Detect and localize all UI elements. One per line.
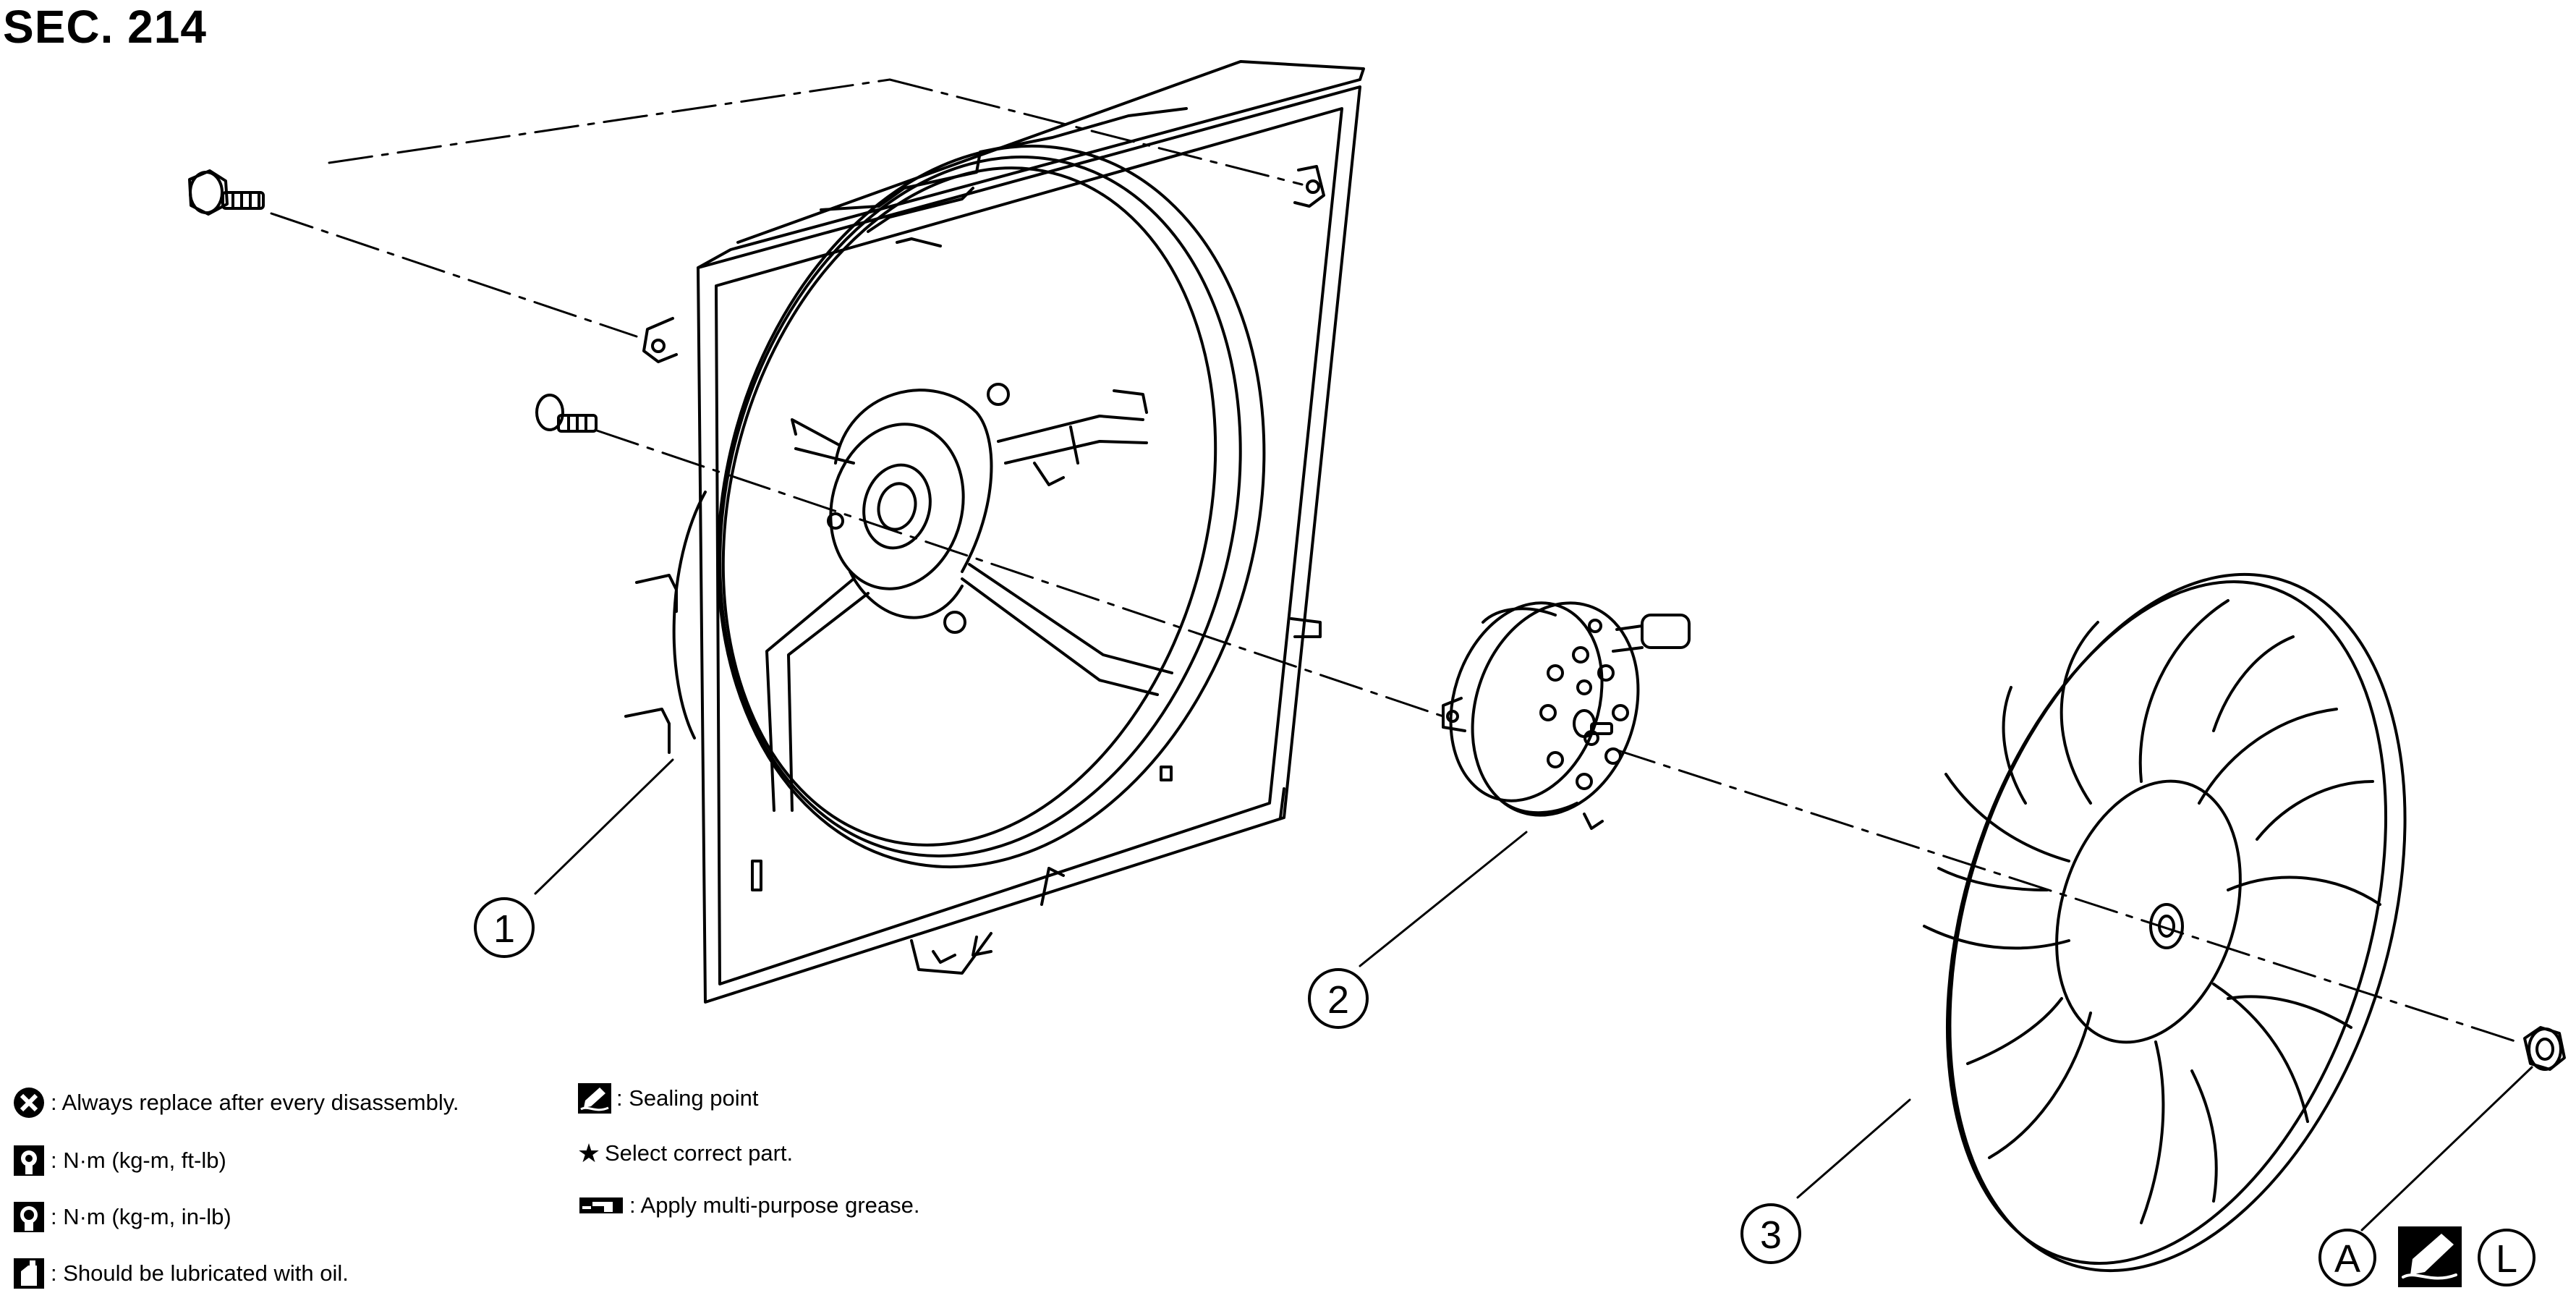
legend-torque-in-lb-text: : N·m (kg-m, in-lb) bbox=[51, 1204, 231, 1229]
callout-2-number: 2 bbox=[1327, 978, 1349, 1022]
legend-sealing-point-text: : Sealing point bbox=[616, 1085, 759, 1111]
mounting-bolt-upper bbox=[188, 169, 265, 216]
symbol-a-letter: A bbox=[2334, 1237, 2360, 1281]
callout-2: 2 bbox=[1308, 968, 1369, 1029]
fan-motor bbox=[1442, 601, 1691, 830]
torque-icon bbox=[10, 1142, 48, 1179]
symbol-l-letter: L bbox=[2496, 1237, 2517, 1281]
fan-shroud bbox=[624, 60, 1365, 1004]
symbol-l: L bbox=[2478, 1229, 2535, 1286]
legend-sealing-point: : Sealing point bbox=[576, 1080, 758, 1117]
callout-leaders bbox=[534, 758, 2533, 1231]
callout-1: 1 bbox=[474, 897, 535, 958]
legend-lubricate-oil: : Should be lubricated with oil. bbox=[10, 1255, 349, 1292]
sealing-point-icon bbox=[2398, 1226, 2462, 1287]
grease-icon bbox=[576, 1187, 626, 1224]
oil-can-icon bbox=[10, 1255, 48, 1292]
legend-select-part-text: Select correct part. bbox=[605, 1140, 794, 1166]
mounting-bolt-lower bbox=[535, 394, 598, 433]
replace-icon bbox=[10, 1084, 48, 1122]
section-title: SEC. 214 bbox=[3, 1, 207, 53]
sealing-point-legend-icon bbox=[576, 1080, 613, 1117]
fan-nut bbox=[2523, 1026, 2566, 1071]
legend-torque-ft-lb-text: : N·m (kg-m, ft-lb) bbox=[51, 1148, 226, 1173]
legend-torque-in-lb: : N·m (kg-m, in-lb) bbox=[10, 1198, 231, 1236]
callout-3-number: 3 bbox=[1760, 1213, 1782, 1257]
assembly-center-lines bbox=[270, 78, 2519, 1043]
torque-in-lb-icon bbox=[10, 1198, 48, 1236]
symbol-a: A bbox=[2318, 1229, 2376, 1286]
fan-blade bbox=[1923, 572, 2407, 1273]
legend-lubricate-oil-text: : Should be lubricated with oil. bbox=[51, 1260, 349, 1286]
callout-1-number: 1 bbox=[493, 907, 515, 951]
callout-3: 3 bbox=[1740, 1203, 1801, 1264]
legend-always-replace: : Always replace after every disassembly… bbox=[10, 1084, 459, 1122]
legend-grease-text: : Apply multi-purpose grease. bbox=[629, 1192, 920, 1218]
legend-always-replace-text: : Always replace after every disassembly… bbox=[51, 1090, 459, 1115]
legend-grease: : Apply multi-purpose grease. bbox=[576, 1187, 920, 1224]
legend-select-part: ★ Select correct part. bbox=[576, 1135, 793, 1172]
legend-torque-ft-lb: : N·m (kg-m, ft-lb) bbox=[10, 1142, 226, 1179]
star-icon: ★ bbox=[577, 1138, 601, 1168]
